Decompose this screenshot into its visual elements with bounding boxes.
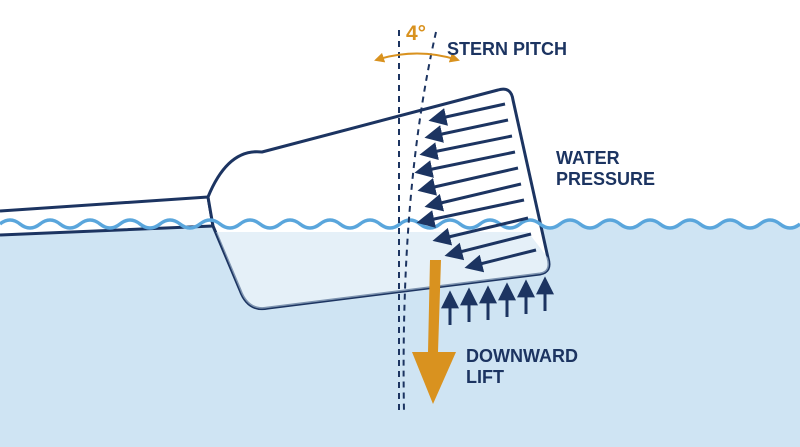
- pressure-arrow: [428, 102, 506, 126]
- pitch-reference-line: [402, 31, 437, 413]
- pressure-arrow: [464, 248, 537, 273]
- water-surface-wave: [0, 218, 800, 230]
- water-pressure-label: WATER PRESSURE: [556, 148, 655, 189]
- downward-lift-arrow: [412, 260, 456, 404]
- downward-lift-label-line2: LIFT: [466, 366, 504, 387]
- water-pressure-arrows: [414, 102, 537, 273]
- pressure-arrow: [416, 198, 525, 228]
- downward-lift-label: DOWNWARD LIFT: [466, 346, 578, 387]
- pressure-arrow: [414, 150, 516, 178]
- upward-pressure-arrows: [441, 276, 554, 325]
- water-body: [0, 220, 800, 447]
- water-pressure-label-line2: PRESSURE: [556, 168, 656, 189]
- pressure-arrow: [419, 134, 513, 160]
- downward-lift-label-line1: DOWNWARD: [466, 346, 578, 366]
- water-pressure-label-line1: WATER: [556, 148, 620, 168]
- stern-pitch-label: STERN PITCH: [447, 39, 568, 59]
- pressure-arrow: [424, 182, 522, 212]
- pitch-angle-arc: [374, 52, 460, 63]
- pitch-angle-label: 4°: [406, 22, 427, 45]
- pressure-arrow: [424, 118, 509, 143]
- pressure-arrow: [417, 166, 519, 196]
- pressure-arrow: [432, 216, 529, 246]
- pressure-arrow: [444, 232, 532, 261]
